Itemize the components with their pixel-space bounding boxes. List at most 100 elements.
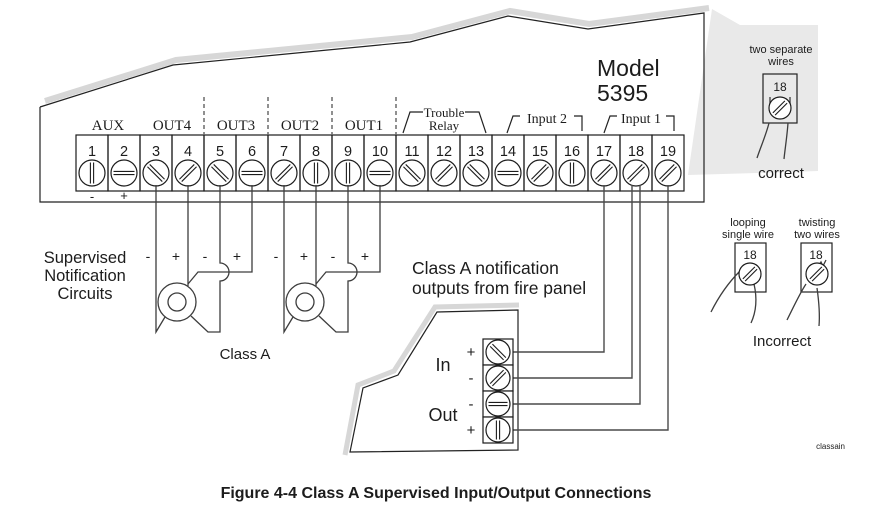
correct-wiring-detail: two separate wires 18 correct xyxy=(750,44,813,182)
correct-caption-line1: two separate xyxy=(750,44,813,56)
terminal-number: 17 xyxy=(596,144,612,160)
screw-icon xyxy=(398,159,426,187)
terminal-number: 14 xyxy=(500,144,516,160)
left-heading-line2: Notification xyxy=(44,267,126,285)
screw-icon xyxy=(590,159,618,187)
screw-icon xyxy=(430,159,458,187)
left-heading-line3: Circuits xyxy=(57,285,112,303)
screw-icon xyxy=(494,159,522,187)
screw-icon xyxy=(110,159,138,187)
twisting-caption-line2: two wires xyxy=(794,229,840,241)
nac-circuit-2-wires xyxy=(283,185,381,335)
incorrect-wiring-details: looping single wire twisting two wires 1… xyxy=(710,217,840,350)
correct-terminal-number: 18 xyxy=(773,80,787,94)
nac-circuit-1-wires xyxy=(155,185,253,335)
fire-panel-caption-line1: Class A notification xyxy=(412,258,559,278)
terminal-number: 7 xyxy=(280,144,288,160)
fire-panel-caption-line2: outputs from fire panel xyxy=(412,278,586,298)
input-routing-wires xyxy=(510,185,669,431)
terminal-number: 6 xyxy=(248,144,256,160)
screw-icon xyxy=(768,96,792,120)
looping-terminal-number: 18 xyxy=(743,248,757,262)
aux-minus-label: - xyxy=(90,189,94,204)
screw-icon xyxy=(238,159,266,187)
screw-icon xyxy=(622,159,650,187)
looping-caption-line2: single wire xyxy=(722,229,774,241)
watermark-text: classain xyxy=(816,442,845,451)
group-label-trouble: Trouble xyxy=(424,105,465,120)
screw-icon xyxy=(174,159,202,187)
notification-appliance-2 xyxy=(285,282,325,322)
fire-panel-in-label: In xyxy=(435,355,450,375)
screw-icon xyxy=(78,159,106,187)
zoom-wedge xyxy=(688,9,818,175)
terminal-number: 18 xyxy=(628,144,644,160)
model-label-line2: 5395 xyxy=(597,80,648,106)
terminal-number: 9 xyxy=(344,144,352,160)
fire-panel-terminal-block: + - - + xyxy=(467,338,514,444)
screw-icon xyxy=(462,159,490,187)
group-label-out3: OUT3 xyxy=(217,118,255,134)
detail-screws xyxy=(738,96,829,286)
polarity-label: - xyxy=(274,248,279,264)
twisting-terminal-box xyxy=(800,242,833,293)
figure-caption: Figure 4-4 Class A Supervised Input/Outp… xyxy=(221,485,652,502)
aux-plus-label: + xyxy=(120,188,128,203)
group-label-out1: OUT1 xyxy=(345,118,383,134)
screw-icon xyxy=(302,159,330,187)
fire-panel-shadow xyxy=(342,302,520,456)
group-label-out2: OUT2 xyxy=(281,118,319,134)
polarity-label: + xyxy=(361,248,369,264)
incorrect-label: Incorrect xyxy=(753,333,812,350)
screw-icon xyxy=(558,159,586,187)
board-fill xyxy=(40,13,704,202)
board-outline xyxy=(39,12,705,203)
polarity-label: - xyxy=(331,248,336,264)
screw-icon xyxy=(805,262,829,286)
terminal-number: 16 xyxy=(564,144,580,160)
terminal-number: 15 xyxy=(532,144,548,160)
screw-icon xyxy=(526,159,554,187)
terminal-number: 1 xyxy=(88,144,96,160)
group-label-relay: Relay xyxy=(429,118,460,133)
group-label-input2: Input 2 xyxy=(527,112,567,127)
fire-terminal-sign: - xyxy=(469,396,474,413)
terminal-number: 3 xyxy=(152,144,160,160)
group-label-aux: AUX xyxy=(92,118,125,134)
terminal-number: 8 xyxy=(312,144,320,160)
screw-icon xyxy=(485,339,511,365)
screw-icon xyxy=(654,159,682,187)
model-label-line1: Model xyxy=(597,55,660,81)
screw-icon xyxy=(366,159,394,187)
twisting-terminal-number: 18 xyxy=(809,248,823,262)
circuit-polarity-labels: -+-+-+-+ xyxy=(146,248,369,264)
polarity-label: - xyxy=(146,248,151,264)
twisting-caption-line1: twisting xyxy=(799,217,836,229)
screw-icon xyxy=(738,262,762,286)
screw-icon xyxy=(206,159,234,187)
terminal-number: 12 xyxy=(436,144,452,160)
fire-terminal-sign: + xyxy=(467,422,476,439)
screw-icon xyxy=(142,159,170,187)
group-label-out4: OUT4 xyxy=(153,118,192,134)
terminal-number: 19 xyxy=(660,144,676,160)
fire-terminal-sign: - xyxy=(469,370,474,387)
group-label-input1: Input 1 xyxy=(621,112,661,127)
class-a-label: Class A xyxy=(220,346,271,363)
correct-caption-line2: wires xyxy=(767,56,794,68)
terminal-number: 11 xyxy=(404,144,419,160)
correct-label: correct xyxy=(758,165,805,182)
polarity-label: + xyxy=(300,248,308,264)
looping-caption-line1: looping xyxy=(730,217,765,229)
group-separators xyxy=(203,97,397,134)
panel-shadow xyxy=(44,5,710,104)
polarity-label: + xyxy=(233,248,241,264)
screw-icon xyxy=(485,391,511,417)
terminal-number: 10 xyxy=(372,144,388,160)
looping-terminal-box xyxy=(734,242,767,293)
polarity-label: - xyxy=(203,248,208,264)
fire-terminal-sign: + xyxy=(467,344,476,361)
fire-panel-out-label: Out xyxy=(428,405,457,425)
